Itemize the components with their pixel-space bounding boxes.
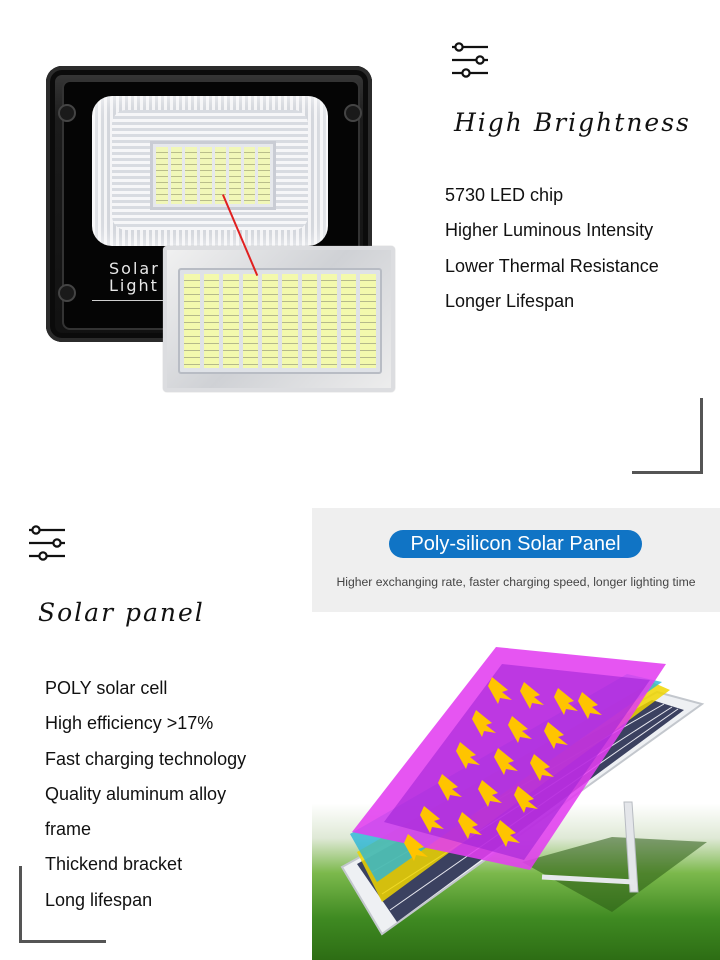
feature-item: 5730 LED chip: [445, 185, 564, 205]
feature-item: Long lifespan: [45, 889, 153, 910]
lamp-brand-label: Solar Light: [109, 259, 160, 295]
feature-item: Higher Luminous Intensity: [445, 220, 654, 241]
corner-bracket-decoration: [19, 866, 106, 943]
corner-bracket-decoration: [632, 398, 703, 474]
feature-item: frame: [45, 819, 92, 840]
solar-banner-header: [312, 508, 720, 612]
sliders-icon: [452, 42, 488, 78]
solar-panel-layers-image: [312, 612, 720, 960]
section-title-high-brightness: High Brightness: [454, 108, 691, 137]
feature-item: Lower Thermal Resistance: [445, 255, 659, 276]
solar-banner-title-pill: Poly-silicon Solar Panel: [389, 530, 642, 558]
solar-feature-list: POLY solar cell High efficiency >17% Fas…: [45, 671, 246, 918]
brightness-feature-list: 5730 LED chip Higher Luminous Intensity …: [445, 178, 659, 319]
section-title-solar-panel: Solar panel: [38, 598, 205, 627]
feature-item: Thickend bracket: [45, 854, 183, 875]
sliders-icon: [29, 525, 65, 561]
feature-item: POLY solar cell: [45, 678, 168, 698]
floodlight-product-image: Solar Light: [0, 0, 420, 400]
screw-icon: [344, 104, 362, 122]
led-chip-board: [150, 141, 276, 210]
lamp-label-underline: [92, 300, 172, 301]
solar-banner-subtitle: Higher exchanging rate, faster charging …: [336, 575, 696, 589]
screw-icon: [58, 284, 76, 302]
solar-panel-illustration: [340, 647, 707, 936]
led-zoom-chip-grid: [178, 268, 382, 374]
feature-item: Fast charging technology: [45, 748, 247, 769]
feature-item: Quality aluminum alloy: [45, 783, 227, 804]
feature-item: High efficiency >17%: [45, 713, 214, 734]
feature-item: Longer Lifespan: [445, 290, 575, 311]
screw-icon: [58, 104, 76, 122]
